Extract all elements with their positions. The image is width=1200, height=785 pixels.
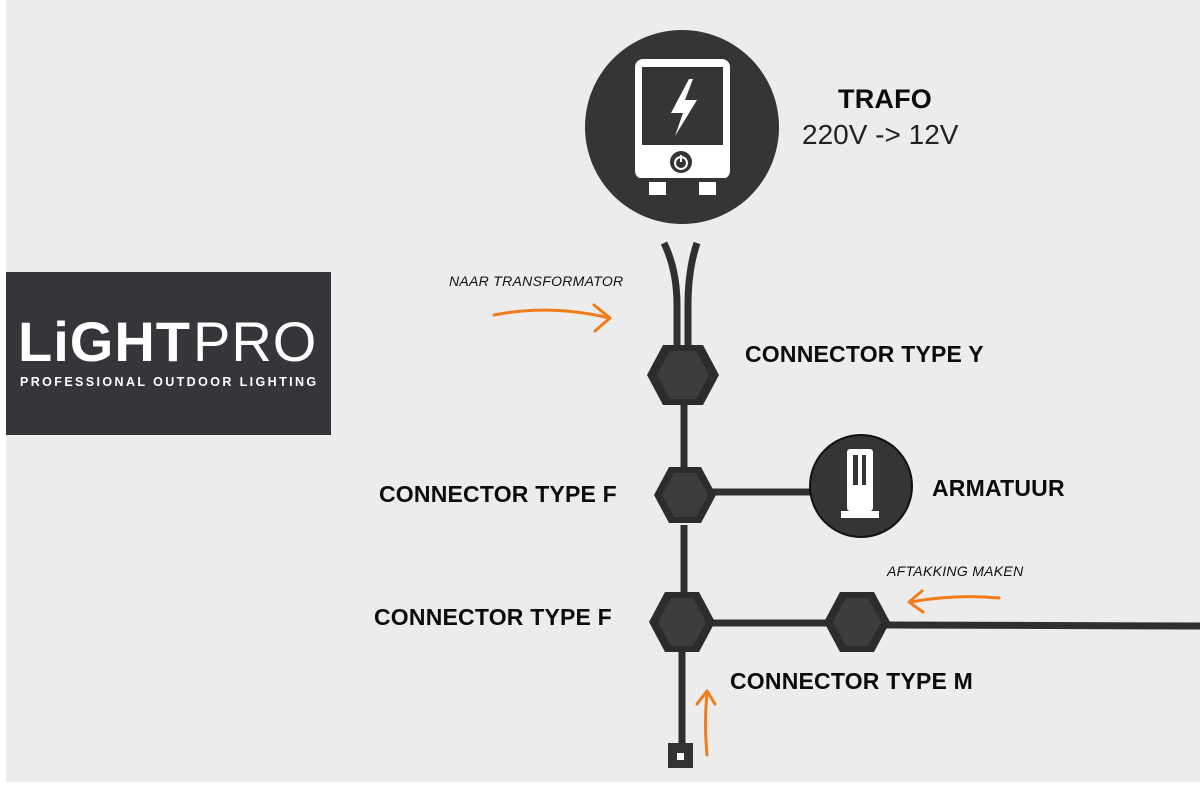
connector-y-label: CONNECTOR TYPE Y (745, 341, 984, 367)
connector-m-label: CONNECTOR TYPE M (730, 668, 974, 694)
cable-to-transformer-left (660, 241, 681, 345)
naar-transformator-annotation: NAAR TRANSFORMATOR (449, 273, 624, 289)
connector-f-bottom-label: CONNECTOR TYPE F (374, 604, 612, 630)
bollard-light-icon (809, 434, 913, 538)
cable-m-branch (885, 621, 1200, 630)
trafo-voltage: 220V -> 12V (802, 119, 959, 150)
armatuur-label: ARMATUUR (932, 475, 1065, 501)
connector-f-bottom-icon (649, 592, 715, 652)
lightning-bolt-icon (671, 79, 697, 136)
transformer-icon (585, 30, 779, 224)
trafo-title: TRAFO (838, 84, 932, 114)
connector-m-icon (824, 592, 890, 652)
diagram-canvas: LiGHT PRO PROFESSIONAL OUTDOOR LIGHTING … (6, 0, 1200, 782)
cable-to-transformer-right (684, 241, 701, 345)
logo-word-light: LiGHT (18, 310, 191, 373)
arrow-aftakking-icon (907, 589, 1001, 614)
wiring-diagram (492, 30, 1200, 768)
logo-word-pro: PRO (192, 310, 318, 373)
connector-y-icon (647, 345, 719, 405)
cable-end-cap (668, 743, 693, 768)
connector-f-top-icon (654, 467, 716, 523)
orange-arrows (492, 303, 1001, 757)
arrow-naar-transformator-icon (492, 303, 612, 333)
connector-f-top-label: CONNECTOR TYPE F (379, 481, 617, 507)
logo-tagline: PROFESSIONAL OUTDOOR LIGHTING (20, 375, 319, 389)
lightpro-logo: LiGHT PRO PROFESSIONAL OUTDOOR LIGHTING (6, 272, 331, 435)
arrow-up-icon (695, 689, 717, 757)
cables (660, 241, 1200, 745)
logo-wordmark: LiGHT PRO (18, 310, 317, 370)
aftakking-maken-annotation: AFTAKKING MAKEN (887, 563, 1024, 579)
